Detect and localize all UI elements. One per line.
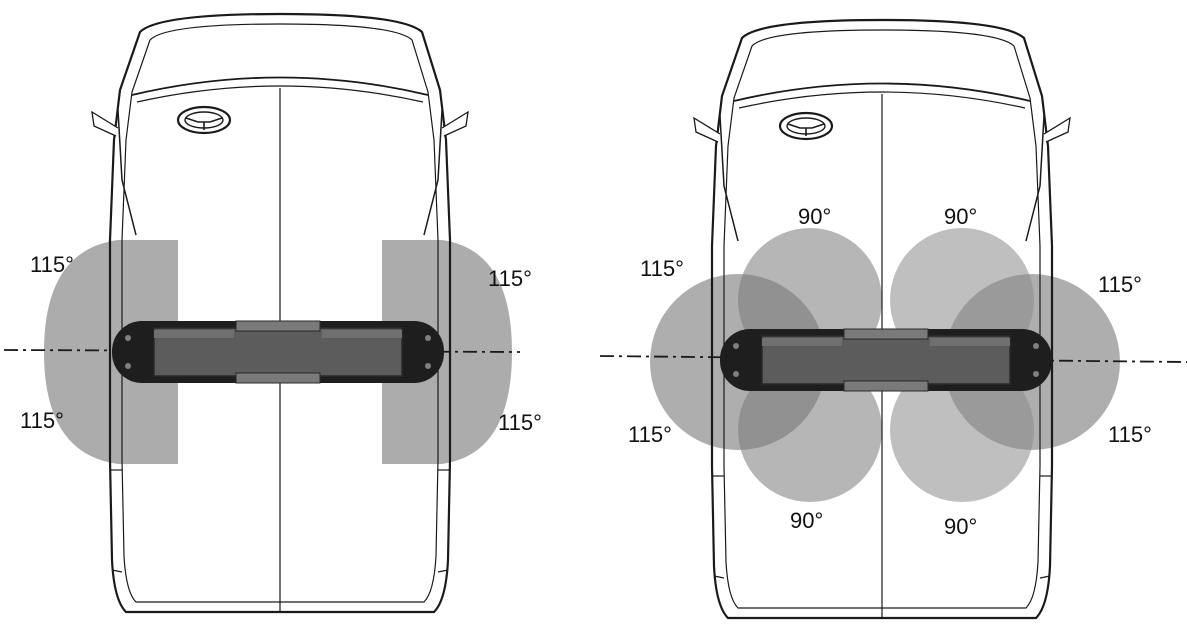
right-angle-rear-left: 115° <box>628 422 672 447</box>
right-center-axis <box>599 355 1187 363</box>
left-angle-rear-left: 115° <box>20 408 64 433</box>
right-angle-front-inner-right: 90° <box>944 204 977 229</box>
left-light-bar-icon <box>111 320 445 384</box>
right-angle-front-inner-left: 90° <box>798 204 831 229</box>
right-steering-wheel-icon <box>778 111 834 141</box>
right-angle-front-left: 115° <box>640 256 684 281</box>
left-diagram: 115° 115° 115° 115° <box>3 12 542 614</box>
left-angle-rear-right: 115° <box>498 410 542 435</box>
right-angle-rear-right: 115° <box>1108 422 1152 447</box>
left-angle-front-left: 115° <box>30 252 74 277</box>
left-angle-front-right: 115° <box>488 266 532 291</box>
right-angle-rear-inner-left: 90° <box>790 508 823 533</box>
right-angle-front-right: 115° <box>1098 272 1142 297</box>
right-angle-rear-inner-right: 90° <box>944 514 977 539</box>
left-center-axis <box>3 349 521 353</box>
left-steering-wheel-icon <box>176 105 232 135</box>
right-diagram: 115° 115° 115° 115° 90° 90° 90° 90° <box>599 18 1187 620</box>
right-light-bar-icon <box>719 328 1053 392</box>
